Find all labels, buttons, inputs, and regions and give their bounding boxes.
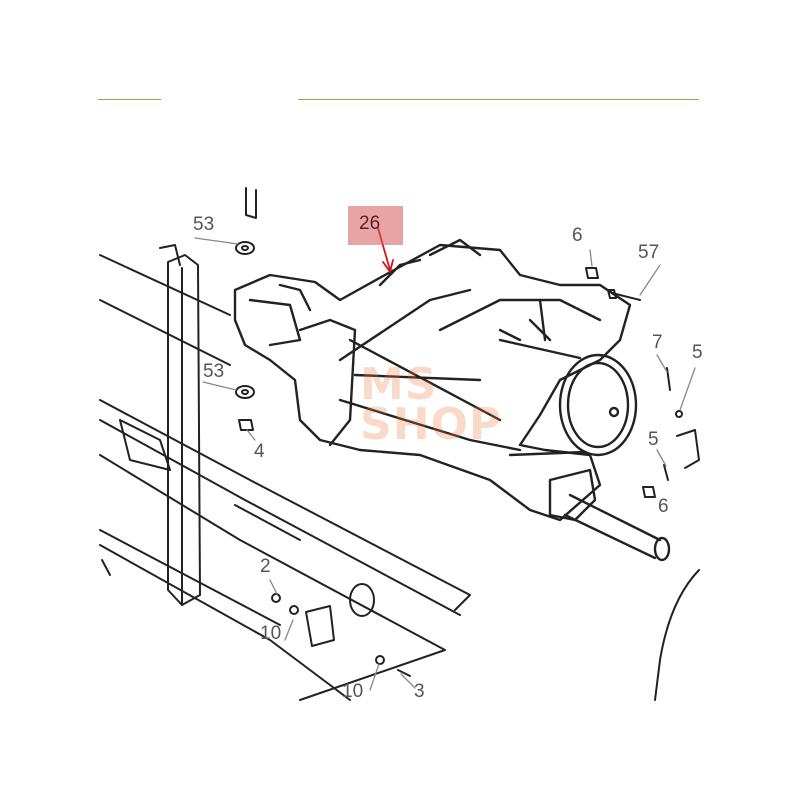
callout-4: 4 (254, 441, 265, 462)
vertical-post (159, 244, 201, 606)
wheel-arc (654, 569, 700, 701)
header-rule-right (298, 99, 699, 100)
pin (245, 187, 257, 219)
callout-5a: 5 (692, 342, 703, 363)
callout-6b: 6 (658, 496, 669, 517)
callout-26-highlight (348, 206, 403, 245)
watermark-line2: SHOP (360, 398, 503, 450)
watermark: MS SHOP (360, 359, 503, 450)
header-rule-left (98, 99, 161, 100)
callout-3: 3 (414, 681, 425, 702)
callout-10b: 10 (342, 681, 364, 702)
transaxle-housing (233, 238, 632, 522)
axle (548, 468, 671, 562)
callout-10a: 10 (260, 623, 282, 644)
callout-53a: 53 (193, 214, 215, 235)
callout-5b: 5 (648, 429, 659, 450)
frame-rails (99, 254, 471, 701)
leader-lines (194, 237, 696, 691)
callout-53b: 53 (203, 361, 225, 382)
callout-6a: 6 (572, 225, 583, 246)
callout-7: 7 (652, 332, 663, 353)
watermark-line1: MS (360, 359, 438, 410)
callout-26: 26 (359, 213, 381, 234)
callout-2: 2 (260, 556, 271, 577)
motor-drum (498, 338, 638, 457)
callout-57: 57 (638, 242, 660, 263)
